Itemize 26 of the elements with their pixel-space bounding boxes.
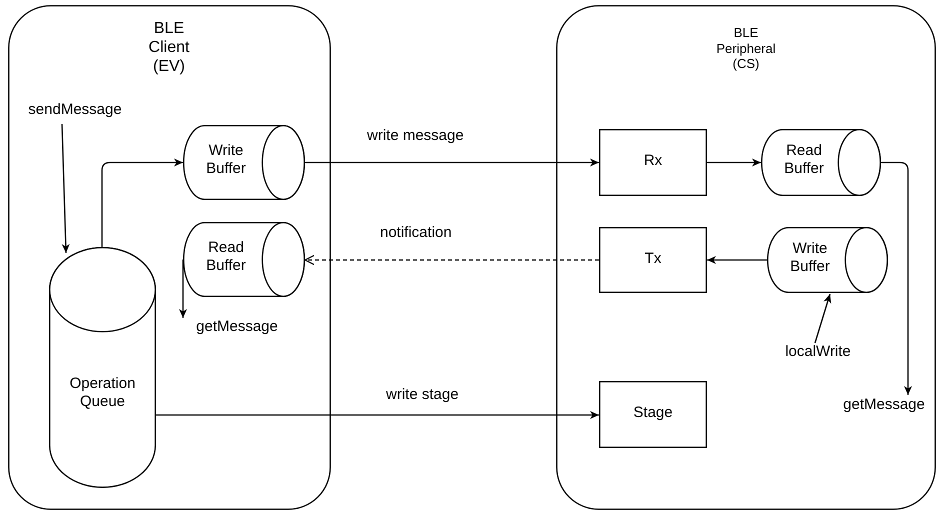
node-label: Write Buffer <box>789 240 831 276</box>
function-label: getMessage <box>195 318 279 336</box>
arrow <box>101 158 183 247</box>
node-label: Stage <box>632 404 674 422</box>
node-label: Tx <box>644 250 662 268</box>
node-label: Read Buffer <box>205 239 247 275</box>
panel-title: BLE Peripheral (CS) <box>715 25 777 72</box>
function-label: sendMessage <box>27 101 123 119</box>
dashed-arrow <box>304 254 599 266</box>
node-label: Read Buffer <box>783 142 825 178</box>
arrow <box>305 158 599 166</box>
arrow <box>179 260 187 318</box>
node-label: Write Buffer <box>205 142 247 178</box>
arrow <box>61 124 70 254</box>
edge-label: write message <box>365 127 466 144</box>
edge-label: write stage <box>384 386 461 403</box>
node-label: Rx <box>642 152 664 170</box>
node-label: Operation Queue <box>68 375 136 411</box>
arrow <box>707 158 761 166</box>
arrow <box>707 256 767 264</box>
function-label: localWrite <box>784 343 852 361</box>
arrow <box>814 294 832 344</box>
arrow <box>156 411 599 419</box>
function-label: getMessage <box>842 396 926 414</box>
arrow <box>881 162 912 395</box>
panel-title: BLE Client (EV) <box>148 19 190 77</box>
